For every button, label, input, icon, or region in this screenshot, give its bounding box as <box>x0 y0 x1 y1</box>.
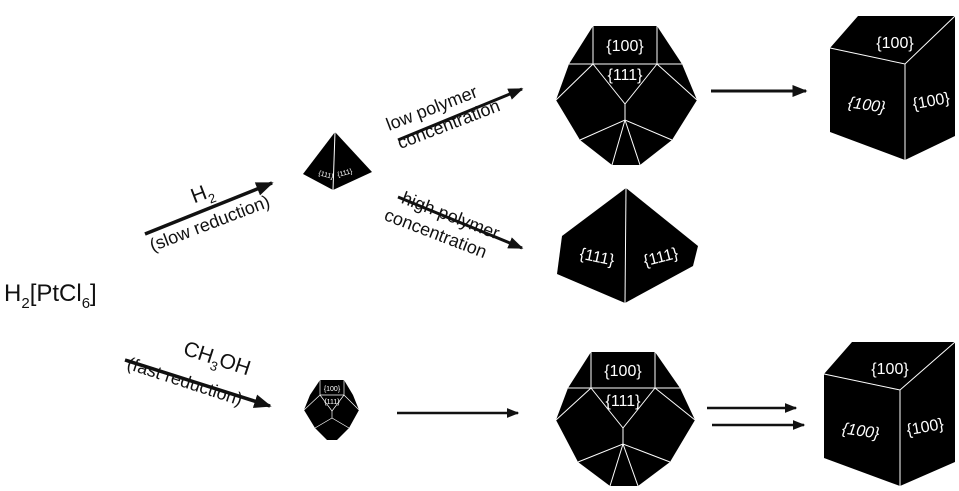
cube-bottom: {100} {100} {100} <box>823 341 956 486</box>
svg-text:{100}: {100} <box>871 361 909 378</box>
cuboctahedron-top: {100} {111} <box>555 26 698 166</box>
precursor-formula: H2[PtCl6] <box>4 280 97 312</box>
svg-text:{111}: {111} <box>337 168 354 179</box>
svg-text:{111}: {111} <box>317 170 334 181</box>
arrow-low-polymer <box>397 87 524 142</box>
svg-text:{100}: {100} <box>876 35 914 52</box>
cube-top: {100} {100} {100} <box>829 15 956 160</box>
svg-text:{100}: {100} <box>911 90 951 113</box>
cuboctahedron-bottom: {100} {111} <box>555 352 696 487</box>
svg-text:{111}: {111} <box>607 67 643 84</box>
svg-text:{100}: {100} <box>324 386 341 393</box>
svg-text:{100}: {100} <box>905 416 945 439</box>
arrow-fast-reduction <box>124 358 272 408</box>
arrow-slow-reduction <box>144 181 274 236</box>
svg-text:{100}: {100} <box>606 38 644 55</box>
small-cuboctahedron: {100} {111} <box>303 380 360 440</box>
svg-text:{111}: {111} <box>324 399 340 406</box>
svg-text:{100}: {100} <box>841 421 881 443</box>
octahedron: {111} {111} <box>557 187 698 304</box>
svg-text:{100}: {100} <box>604 363 642 380</box>
small-tetrahedron: {111} {111} <box>303 131 372 191</box>
arrow-high-polymer <box>397 195 524 250</box>
svg-text:{111}: {111} <box>605 393 641 410</box>
svg-text:{100}: {100} <box>847 95 887 117</box>
double-arrow-to-cube-bottom <box>707 403 806 430</box>
